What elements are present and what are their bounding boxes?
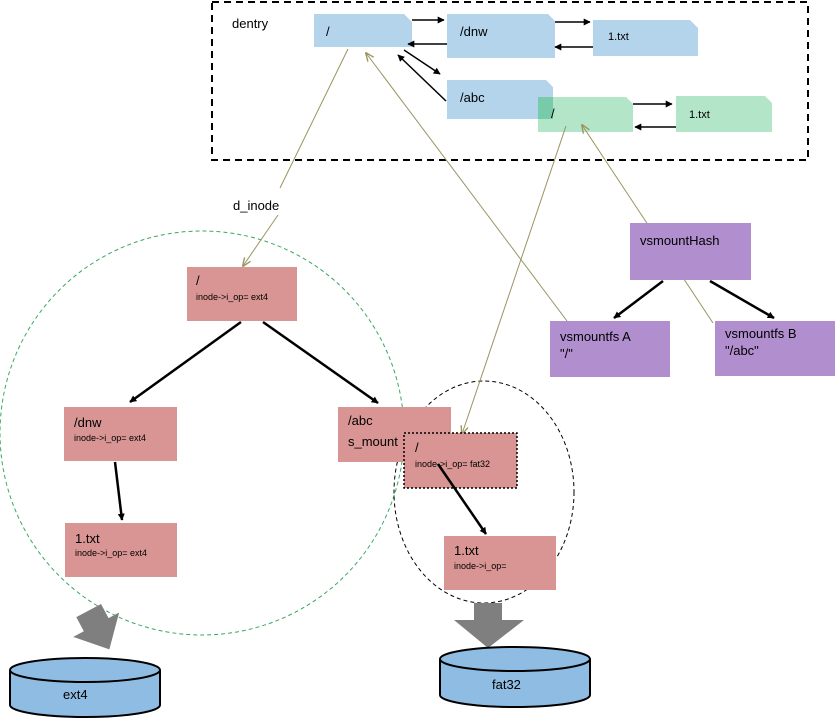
inode-abc-name: /abc [348,413,373,428]
vfsmount-links [613,279,775,320]
inode-mounted-file-name: 1.txt [454,543,479,558]
inode-dnw: /dnw inode->i_op= ext4 [64,407,177,461]
vfsmount-b: vsmountfs B "/abc" [715,321,835,376]
dentry-mounted-root: / [538,97,633,132]
dentry-abc-label: /abc [460,90,485,105]
inode-dnw-name: /dnw [74,415,102,430]
vfsmount-b-path: "/abc" [725,343,759,358]
dentry-mounted-root-label: / [551,106,555,121]
fat32-disk-arrow [454,603,524,648]
dentry-abc: /abc [447,80,553,119]
dentry-region-label: dentry [232,16,269,31]
vfsmount-a-path: "/" [560,346,573,361]
d-inode-label: d_inode [233,198,279,213]
dentry-mounted-file: 1.txt [676,96,772,132]
inode-dnw-file: 1.txt inode->i_op= ext4 [65,523,177,577]
dentry-dnw-label: /dnw [460,24,488,39]
inode-root-name: / [196,273,200,288]
ext4-disk-label: ext4 [63,687,88,702]
inode-dnw-file-name: 1.txt [75,531,100,546]
inode-mounted-root-op: inode->i_op= fat32 [415,459,490,469]
inode-tree-links [113,320,488,535]
dentry-links [397,16,676,131]
fat32-disk: fat32 [439,646,591,708]
inode-dnw-op: inode->i_op= ext4 [74,433,146,443]
inode-dnw-file-op: inode->i_op= ext4 [75,548,147,558]
dentry-root-label: / [326,24,330,39]
inode-mounted-file: 1.txt inode->i_op= [444,536,556,590]
inode-root-op: inode->i_op= ext4 [196,292,268,302]
dentry-dnw-file-label: 1.txt [608,31,629,43]
inode-root: / inode->i_op= ext4 [187,267,297,321]
dentry-dnw: /dnw [447,14,555,58]
inode-mounted-file-op: inode->i_op= [454,561,507,571]
inode-mounted-root: / inode->i_op= fat32 [403,432,518,489]
dentry-root: / [314,14,412,47]
dentry-region [211,1,809,161]
vfsmount-hash: vsmountHash [630,223,751,280]
vfsmount-a: vsmountfs A "/" [550,321,670,377]
inode-abc-sub: s_mount [348,434,398,449]
dentry-mounted-file-label: 1.txt [689,109,710,121]
fat32-filesystem-circle [393,380,575,604]
vfsmount-hash-label: vsmountHash [640,233,719,248]
ext4-disk-arrow [73,604,120,650]
dentry-dnw-file: 1.txt [593,20,698,56]
vfsmount-a-name: vsmountfs A [560,329,631,344]
vfsmount-b-name: vsmountfs B [725,326,797,341]
fat32-disk-label: fat32 [492,677,521,692]
ext4-disk: ext4 [9,657,161,718]
inode-mounted-root-name: / [415,440,419,455]
